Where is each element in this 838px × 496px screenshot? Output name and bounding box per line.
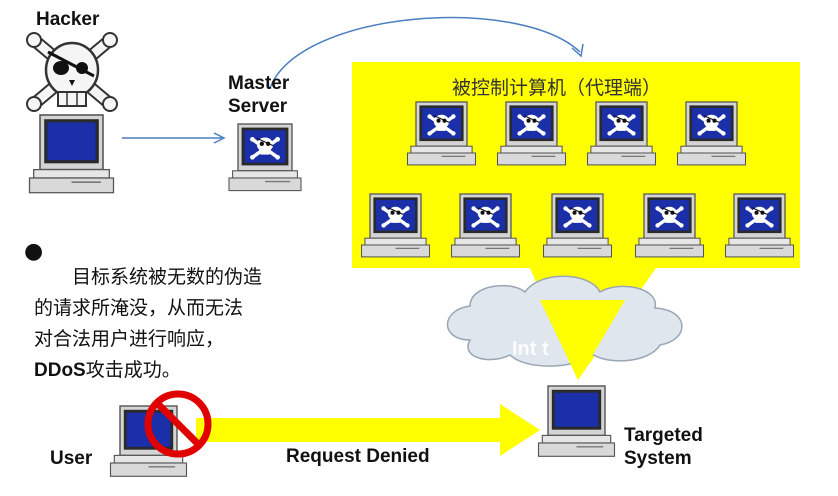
ddos-term: DDoS [34,360,86,381]
zombie-computer [544,194,612,257]
master-to-botnet-arrow [269,16,581,89]
targeted-system-label: Targeted System [624,424,703,470]
hacker-to-master-arrow [122,132,226,144]
desc-line-4-rest: 攻击成功。 [85,359,181,381]
desc-line-2: 的请求所淹没，从而无法 [34,297,244,319]
master-label-line2: Server [228,96,288,117]
zombie-computer [726,194,794,257]
desc-line-1: 目标系统被无数的伪造 [72,266,263,288]
request-arrow [196,404,540,456]
hacker-label: Hacker [36,9,100,30]
zombie-computer [408,102,476,165]
hacker-skull-icon [26,32,118,112]
user-label: User [50,448,93,469]
targeted-system-computer [537,385,616,458]
zombie-computer [452,194,520,257]
zombie-computer [678,102,746,165]
master-server-computer [229,124,301,191]
zombie-computer [362,194,430,257]
botnet-title: 被控制计算机（代理端） [452,77,662,99]
targeted-label-line2: System [624,448,692,469]
master-server-label: Master Server [228,72,289,118]
bullet-dot: ● [24,239,44,264]
desc-line-3: 对合法用户进行响应， [34,328,225,350]
master-label-line1: Master [228,73,290,94]
zombie-computer [588,102,656,165]
targeted-label-line1: Targeted [624,425,703,446]
request-denied-label: Request Denied [286,446,430,467]
zombie-computer [636,194,704,257]
zombie-computer [498,102,566,165]
internet-label: Int t [512,338,549,360]
hacker-computer-icon [28,114,115,194]
no-entry-sign-icon [144,390,212,458]
description-text: ● 目标系统被无数的伪造 的请求所淹没，从而无法 对合法用户进行响应， DDoS… [24,239,344,386]
desc-line-4: DDoS攻击成功。 [34,355,344,386]
